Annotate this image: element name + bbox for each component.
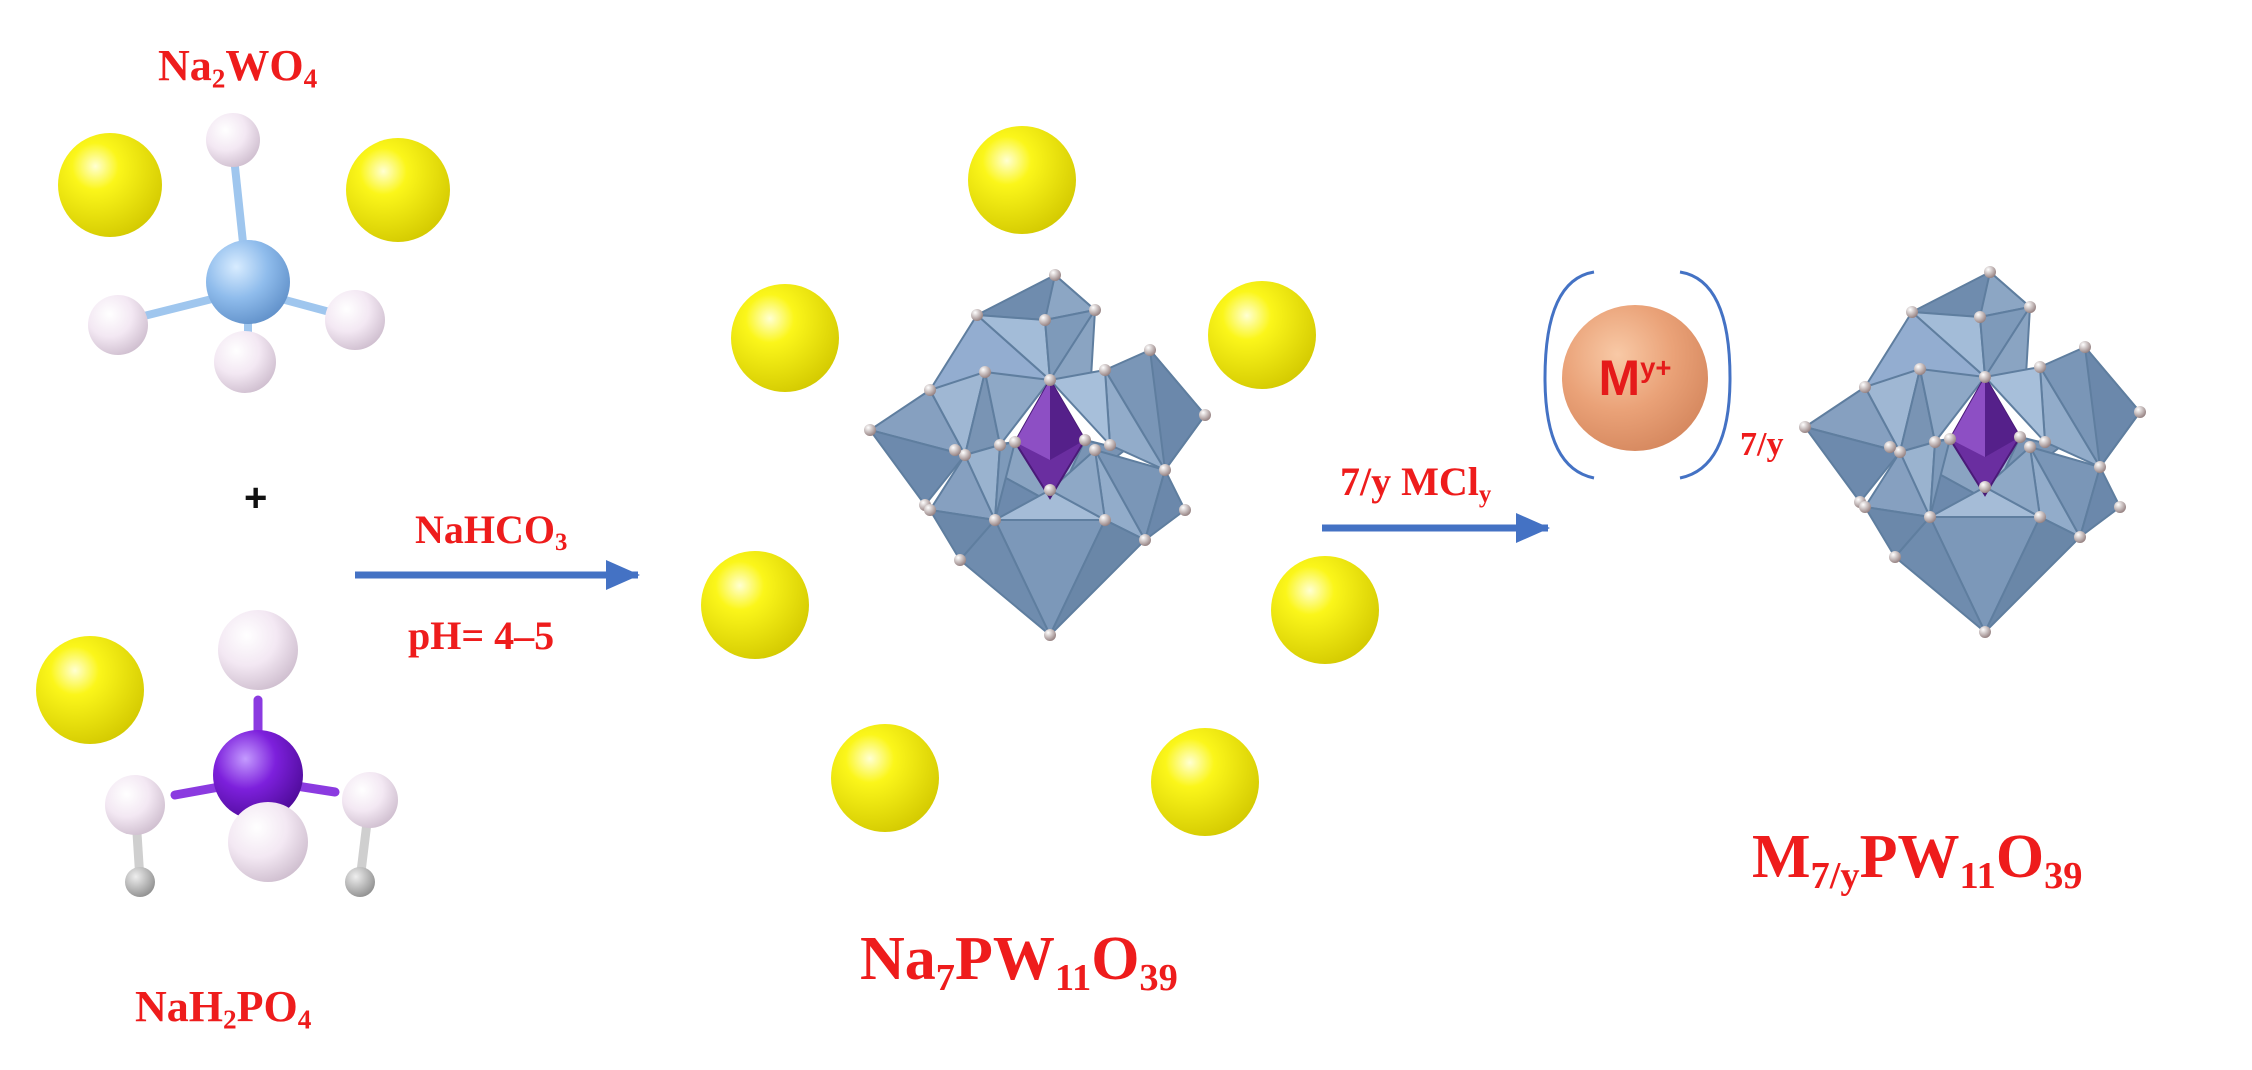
- label-nahco3: NaHCO3: [415, 507, 568, 556]
- metal-cation-label: My+: [1598, 350, 1672, 406]
- label-na7pw11o39: Na7PW11O39: [860, 925, 1178, 999]
- label-na2wo4: Na2WO4: [158, 41, 318, 94]
- phosphate-molecule-icon: [105, 610, 398, 897]
- label-mcly: 7/y MCly: [1340, 459, 1492, 508]
- tungstate-molecule-icon: [88, 113, 385, 393]
- bracket-subscript: 7/y: [1740, 426, 1784, 463]
- label-ph: pH= 4–5: [408, 613, 555, 658]
- label-m7ypw11o39: M7/yPW11O39: [1752, 823, 2083, 897]
- sodium-atom-icon: [36, 126, 1379, 836]
- right-bracket: [1679, 270, 1732, 480]
- plus-sign: +: [244, 476, 268, 520]
- left-bracket: [1543, 270, 1595, 480]
- metal-cation-icon: My+: [1562, 305, 1708, 451]
- label-nah2po4: NaH2PO4: [135, 982, 312, 1035]
